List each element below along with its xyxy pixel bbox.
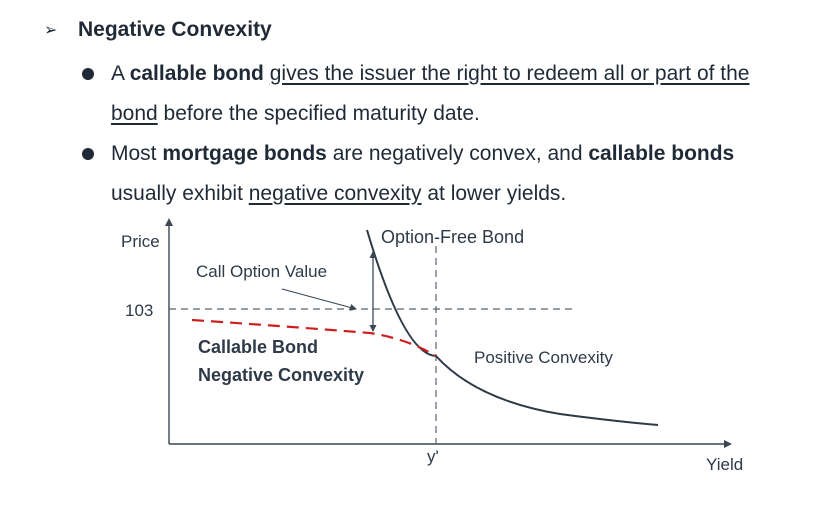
callable-bond-label: Callable Bond	[198, 337, 318, 357]
call-option-value-label: Call Option Value	[196, 262, 327, 281]
bold-term: callable bonds	[588, 142, 735, 165]
option-free-bond-label: Option-Free Bond	[381, 227, 524, 247]
positive-convexity-label: Positive Convexity	[474, 348, 613, 367]
text-run: usually exhibit	[111, 182, 249, 205]
arrow-right-icon: ➢	[44, 22, 58, 39]
underlined-text: bond	[111, 102, 158, 125]
negative-convexity-label: Negative Convexity	[198, 365, 364, 385]
callable-bond-curve	[191, 318, 437, 357]
bullet-callable-bond: A callable bond gives the issuer the rig…	[82, 54, 802, 134]
text-run: A	[111, 62, 130, 85]
section-heading: ➢ Negative Convexity	[44, 18, 272, 42]
y-axis-label: Price	[121, 232, 160, 251]
option-free-bond-curve	[366, 229, 659, 426]
text-run: Most	[111, 142, 163, 165]
text-run: before the specified maturity date.	[157, 102, 480, 125]
bullet-dot-icon	[82, 148, 94, 160]
bold-term: callable bond	[129, 62, 264, 85]
underlined-text: gives the issuer the right to redeem all…	[269, 62, 750, 85]
bullet-dot-icon	[82, 68, 94, 80]
text-run: are negatively convex, and	[326, 142, 589, 165]
bullet-text: A callable bond gives the issuer the rig…	[111, 54, 802, 134]
price-level-label: 103	[125, 301, 153, 320]
bullet-text: Most mortgage bonds are negatively conve…	[111, 134, 802, 214]
call-option-pointer	[281, 288, 357, 311]
bullet-mortgage-bonds: Most mortgage bonds are negatively conve…	[82, 134, 802, 214]
underlined-text: negative convexity	[248, 182, 422, 205]
text-run: at lower yields.	[421, 182, 567, 205]
bold-term: mortgage bonds	[162, 142, 327, 165]
yield-point-label: y'	[427, 447, 439, 466]
heading-title: Negative Convexity	[78, 18, 272, 41]
x-axis-label: Yield	[706, 455, 743, 474]
